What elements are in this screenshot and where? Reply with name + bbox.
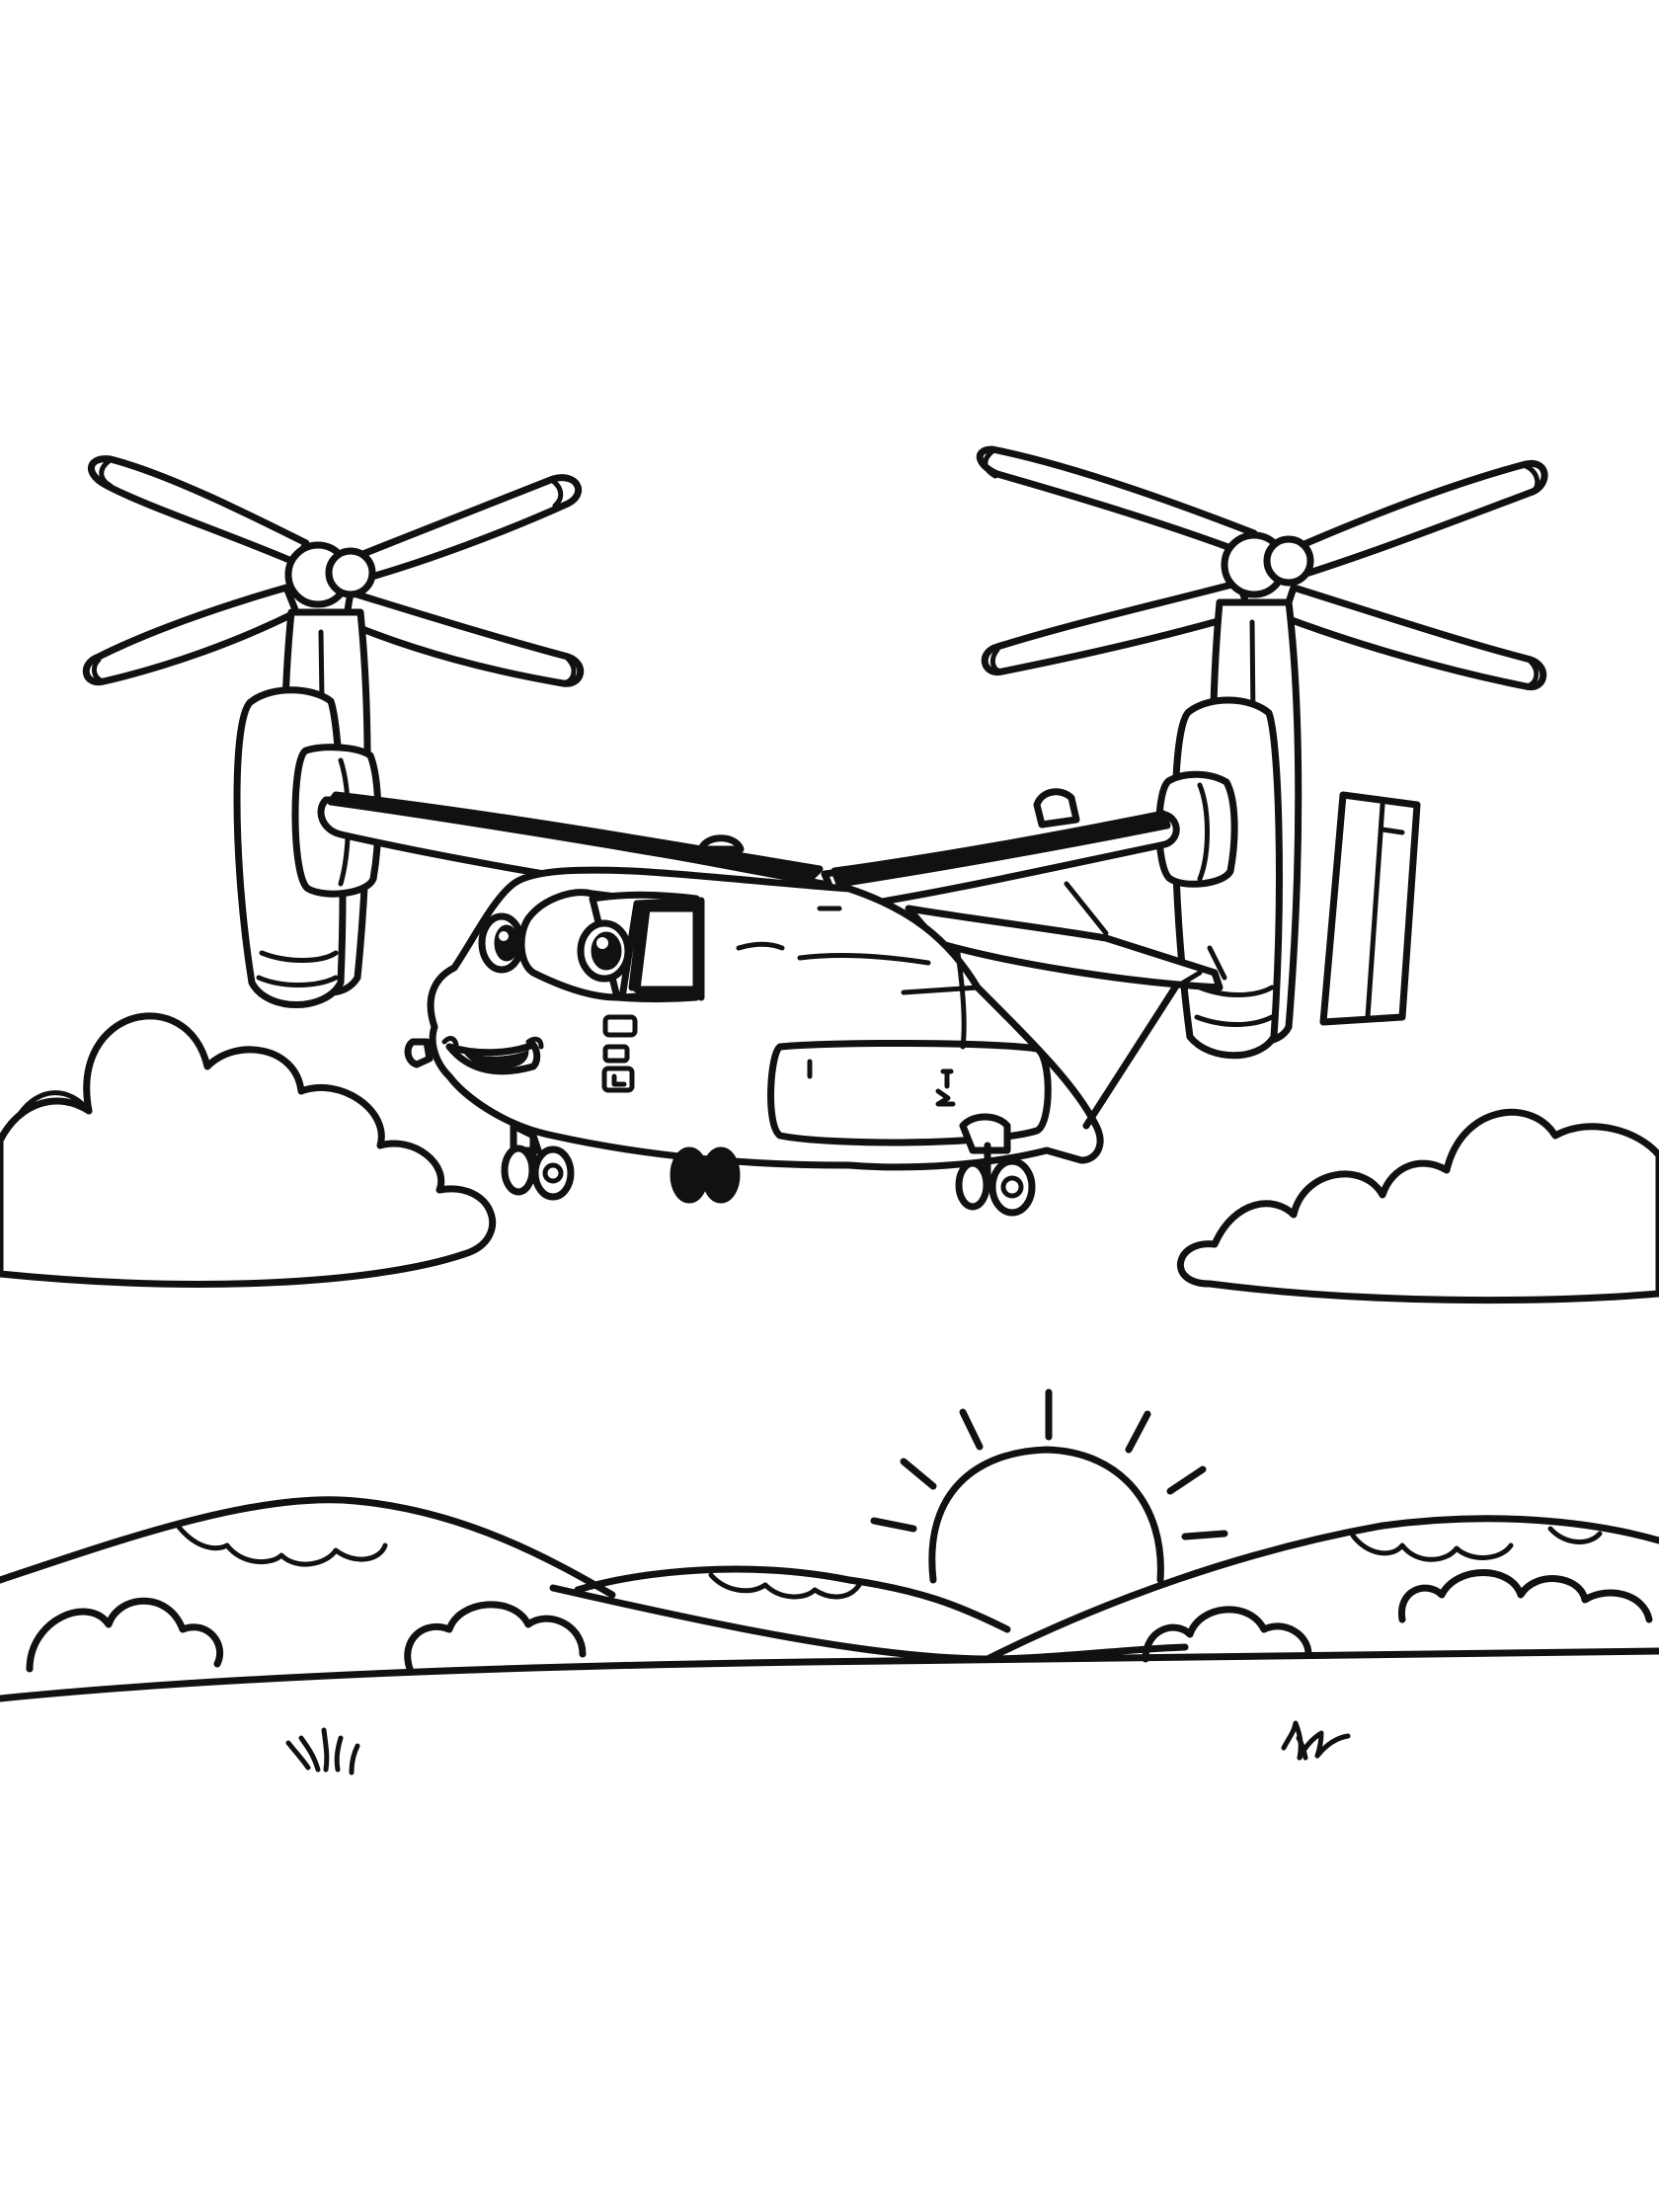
- bush-center-right-icon: [1142, 1606, 1312, 1663]
- front-landing-gear-icon: [501, 1122, 575, 1201]
- hill-back-right-icon: [984, 1515, 1659, 1663]
- left-rotor-icon: [82, 455, 585, 687]
- right-rotor-icon: [977, 445, 1548, 691]
- cloud-left-icon: [0, 1012, 496, 1288]
- bush-center-left-icon: [404, 1601, 587, 1673]
- bush-left-icon: [26, 1597, 224, 1673]
- center-landing-gear-icon: [670, 1146, 741, 1204]
- right-eye-icon: [577, 919, 632, 983]
- hill-back-middle-icon: [574, 1565, 1011, 1633]
- left-nacelle-icon: [233, 608, 382, 1008]
- tiltrotor-aircraft-icon: [82, 445, 1548, 1217]
- smiling-mouth-icon: [441, 1036, 544, 1075]
- rear-landing-gear-icon: [955, 1113, 1036, 1217]
- left-eye-icon: [478, 912, 525, 974]
- bush-right-icon: [1398, 1569, 1653, 1623]
- hill-middle-icon: [549, 1584, 1189, 1663]
- sun-icon: [870, 1388, 1228, 1584]
- cloud-right-icon: [1177, 1109, 1659, 1304]
- ground-line: [0, 1647, 1659, 1702]
- tail-fin-icon: [1033, 788, 1421, 1026]
- fuselage-icon: [404, 866, 1203, 1171]
- grass-tuft-right-icon: [1281, 1720, 1351, 1761]
- hill-back-left-icon: [0, 1496, 616, 1599]
- grass-tuft-left-icon: [285, 1727, 360, 1776]
